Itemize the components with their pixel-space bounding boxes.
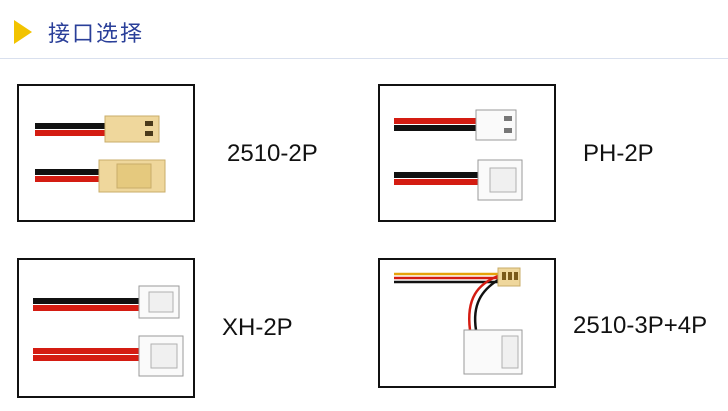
- connector-housing-top: [138, 285, 180, 319]
- connector-2510-2p-drawing: [35, 115, 166, 193]
- wire-pair-bottom: [35, 169, 101, 182]
- connector-image-2510-3p-4p: [378, 258, 556, 388]
- header-divider: [0, 58, 728, 59]
- three-wire-cable: [394, 272, 499, 331]
- connector-housing-bottom: [477, 159, 523, 201]
- connector-4p-molex-housing: [463, 329, 523, 375]
- connector-housing-top: [475, 109, 517, 141]
- connector-label-xh-2p: XH-2P: [222, 314, 293, 341]
- connector-2510-3p-4p-drawing: [394, 267, 523, 375]
- connector-image-xh-2p: [17, 258, 195, 398]
- wire-pair-bottom: [33, 348, 141, 361]
- connector-label-2510-3p-4p: 2510-3P+4P: [573, 312, 708, 339]
- connector-ph-2p-drawing: [394, 109, 523, 201]
- wire-pair-top: [394, 118, 478, 131]
- connector-xh-2p-drawing: [33, 285, 184, 377]
- play-arrow-icon: [14, 20, 32, 44]
- connector-housing-bottom: [98, 159, 166, 193]
- wire-pair-bottom: [394, 172, 480, 185]
- connector-housing-bottom: [138, 335, 184, 377]
- connector-label-ph-2p: PH-2P: [583, 140, 654, 167]
- wire-pair-top: [35, 123, 107, 136]
- connector-image-2510-2p: [17, 84, 195, 222]
- section-header: 接口选择: [14, 14, 144, 50]
- connector-housing-top: [104, 115, 160, 143]
- connector-image-ph-2p: [378, 84, 556, 222]
- connector-label-2510-2p: 2510-2P: [227, 140, 318, 167]
- connector-3p-housing: [497, 267, 521, 287]
- wire-pair-top: [33, 298, 141, 311]
- section-title: 接口选择: [48, 22, 145, 47]
